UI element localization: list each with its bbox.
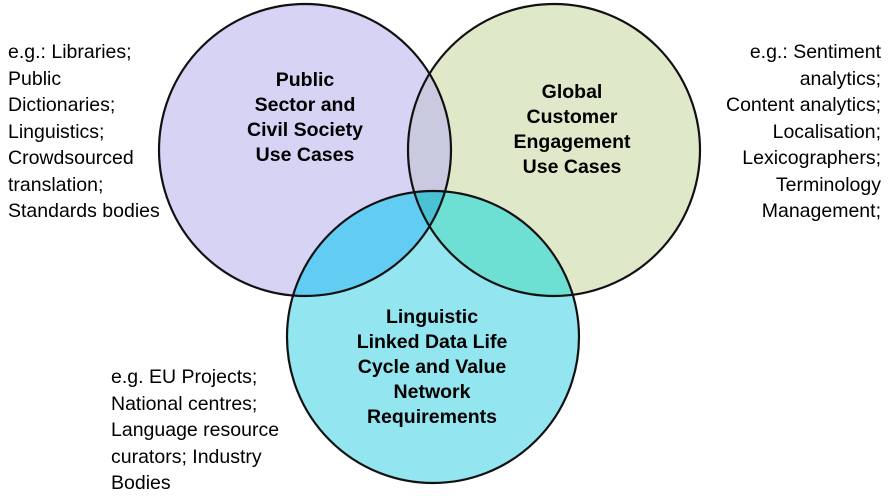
example-line: e.g.: Libraries;: [8, 41, 132, 63]
label-line: Civil Society: [247, 119, 363, 141]
example-line: Localisation;: [772, 120, 881, 143]
example-line: Standards bodies: [8, 200, 160, 222]
label-line: Sector and: [254, 94, 356, 116]
global-customer-examples: e.g.: Sentiment analytics; Content analy…: [726, 39, 881, 225]
example-line: translation;: [8, 173, 104, 196]
example-line: Bodies: [111, 472, 171, 494]
public-sector-examples: e.g.: Libraries; Public Dictionaries; Li…: [8, 39, 160, 225]
example-line: Lexicographers;: [742, 147, 881, 169]
example-line: analytics;: [799, 67, 881, 90]
linguistic-linked-data-label: Linguistic Linked Data Life Cycle and Va…: [332, 305, 532, 430]
label-line: Global: [541, 81, 603, 103]
global-customer-label: Global Customer Engagement Use Cases: [487, 80, 657, 180]
global-customer-outline: [406, 2, 702, 298]
overlap-public-linguistic: [287, 191, 451, 296]
example-line: Linguistics;: [8, 120, 105, 143]
label-line: Public: [275, 69, 335, 91]
public-sector-label: Public Sector and Civil Society Use Case…: [220, 68, 390, 168]
label-line: Network: [393, 381, 471, 403]
example-line: e.g.: Sentiment: [749, 41, 881, 63]
label-line: Customer: [526, 106, 618, 128]
example-line: Management;: [761, 200, 881, 222]
example-line: Language resource: [111, 419, 280, 441]
example-line: e.g. EU Projects;: [111, 366, 258, 388]
label-line: Use Cases: [522, 156, 622, 178]
label-line: Requirements: [366, 406, 498, 428]
example-line: Public: [8, 67, 62, 90]
linguistic-linked-data-examples: e.g. EU Projects; National centres; Lang…: [111, 364, 279, 497]
overlap-global-linguistic: [408, 191, 579, 296]
example-line: Terminology: [775, 173, 881, 196]
example-line: National centres;: [111, 392, 258, 415]
label-line: Cycle and Value: [357, 356, 507, 378]
example-line: curators; Industry: [111, 445, 262, 468]
linguistic-linked-data-outline: [285, 189, 581, 485]
example-line: Content analytics;: [725, 94, 881, 116]
label-line: Linked Data Life: [356, 331, 508, 353]
label-line: Use Cases: [255, 144, 355, 166]
public-sector-outline: [157, 2, 453, 298]
label-line: Engagement: [513, 131, 631, 153]
label-line: Linguistic: [385, 306, 479, 328]
example-line: Dictionaries;: [8, 94, 116, 116]
example-line: Crowdsourced: [8, 147, 134, 169]
